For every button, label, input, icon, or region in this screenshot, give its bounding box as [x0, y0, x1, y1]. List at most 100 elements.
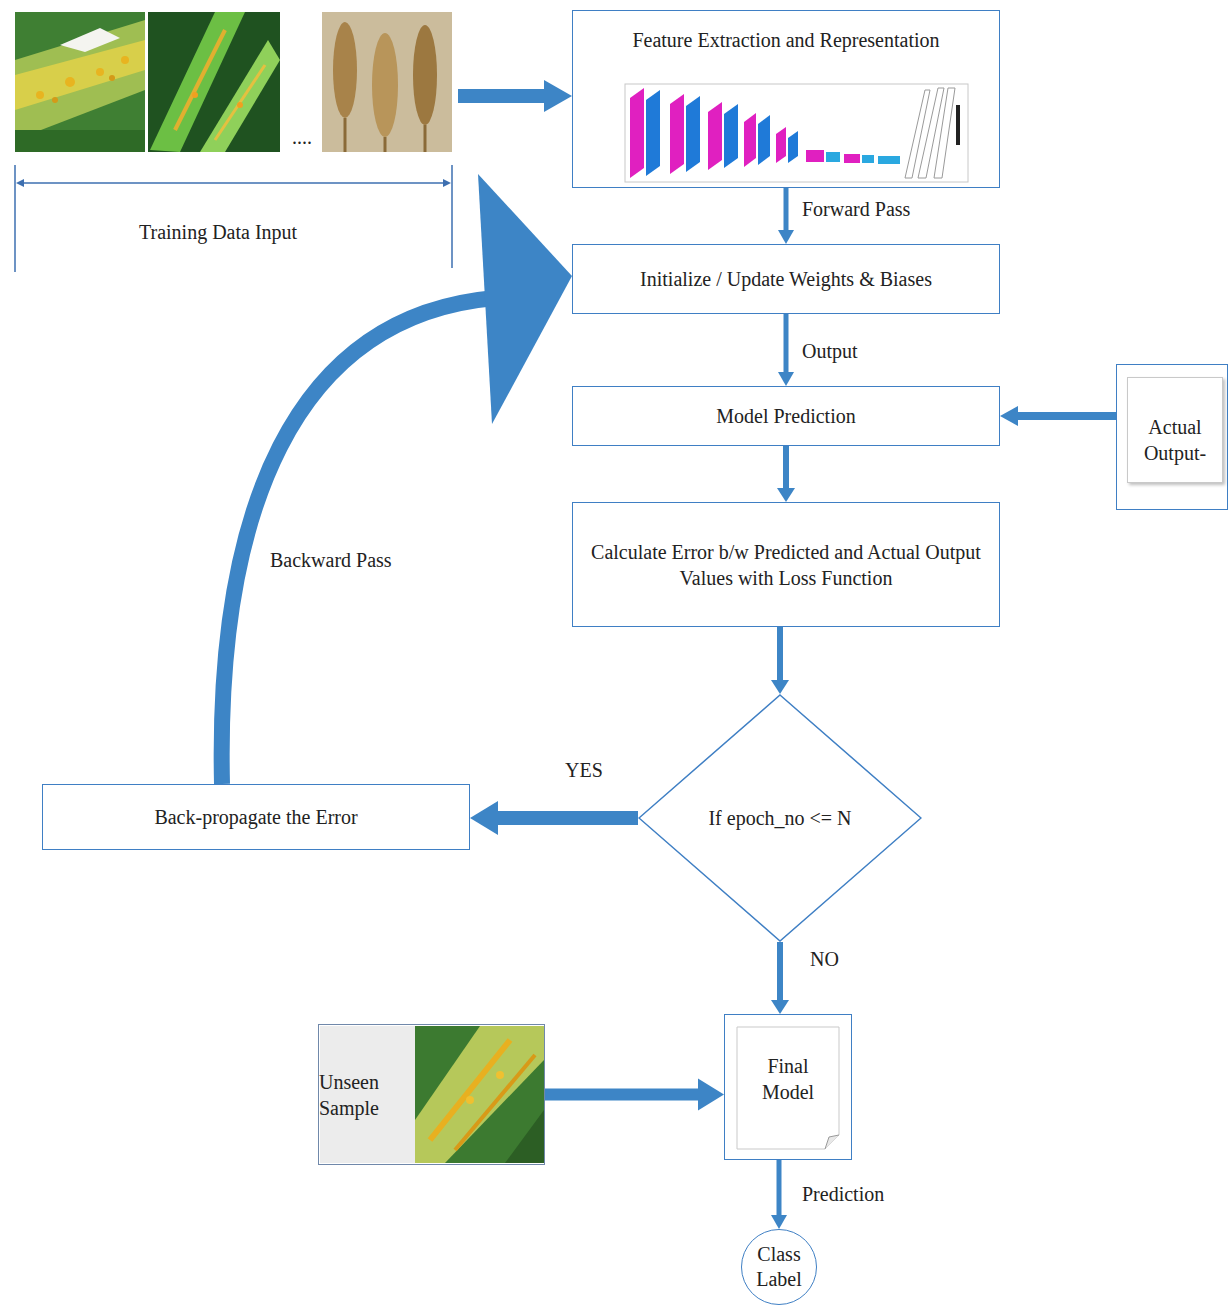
training-image-part	[148, 12, 280, 152]
dimension-line-part	[451, 165, 453, 268]
sample-image-part	[415, 1026, 544, 1163]
connector-arrow	[771, 942, 789, 1014]
terminal-circle: Class Label	[741, 1229, 817, 1305]
cnn-illustration-part	[630, 88, 644, 178]
sample-image-part	[430, 1040, 510, 1140]
training-image-part	[15, 20, 145, 140]
node-text: Initialize / Update Weights & Biases	[640, 266, 932, 292]
arrow-head	[478, 174, 572, 424]
dimension-line-part	[443, 179, 451, 187]
arrow-head	[771, 680, 789, 694]
cnn-illustration-part	[788, 131, 798, 163]
arrow-shaft	[1018, 412, 1116, 420]
input-document: Actual Output-	[1116, 364, 1228, 510]
connector-arrow	[1000, 406, 1116, 426]
node-text: If epoch_no <= N	[708, 805, 851, 831]
cnn-illustration-part	[758, 115, 770, 165]
training-image-part	[36, 91, 44, 99]
input-arrow-part	[458, 89, 544, 103]
dimension-line-part	[16, 179, 24, 187]
sample-image-part	[496, 1071, 504, 1079]
edge-label: NO	[808, 947, 841, 971]
process-box: Model Prediction	[572, 386, 1000, 446]
cnn-illustration-part	[956, 105, 960, 145]
node-text: Calculate Error b/w Predicted and Actual…	[591, 539, 981, 591]
process-box: Feature Extraction and Representation	[572, 10, 1000, 188]
process-box: Calculate Error b/w Predicted and Actual…	[572, 502, 1000, 627]
document-panel: Actual Output-	[1127, 377, 1223, 483]
arrow-head	[1000, 406, 1018, 426]
dimension-line-part	[22, 182, 445, 184]
training-image-part	[384, 137, 387, 152]
connector-arrow	[771, 627, 789, 694]
connector-arrow	[778, 188, 794, 244]
training-image-part	[192, 92, 198, 98]
arrow-head	[470, 801, 498, 835]
edge-label: Backward Pass	[268, 548, 394, 572]
node-text: Final Model	[752, 1053, 824, 1105]
cnn-illustration-part	[776, 127, 786, 163]
cnn-illustration-part	[744, 113, 756, 167]
model-document: Final Model	[724, 1014, 852, 1160]
sample-image-part	[320, 1026, 415, 1163]
cnn-illustration-part	[670, 94, 684, 174]
sample-text: Unseen Sample	[319, 1069, 413, 1121]
cnn-illustration-part	[724, 104, 738, 168]
connector-arrow	[222, 174, 572, 784]
arrow-head	[777, 488, 795, 502]
arrow-shaft	[777, 627, 783, 680]
edge-label: Output	[800, 339, 860, 363]
node-text: Class Label	[742, 1242, 816, 1292]
training-image-part	[333, 22, 357, 118]
process-box: Back-propagate the Error	[42, 784, 470, 850]
sample-image	[320, 1026, 544, 1163]
arrow-shaft	[777, 1160, 782, 1215]
document-text: Final Model	[737, 1053, 839, 1105]
connector-arrow	[771, 1160, 787, 1229]
connector-arrow	[470, 801, 638, 835]
cnn-illustration-part	[862, 155, 874, 163]
training-image-part	[121, 56, 129, 64]
arrow-shaft	[222, 298, 495, 784]
training-image-part	[15, 130, 145, 152]
arrow-head	[778, 372, 794, 386]
sample-image-part	[415, 1026, 544, 1163]
cnn-illustration-part	[826, 152, 840, 162]
arrow-head	[778, 230, 794, 244]
input-arrow-part	[544, 80, 572, 112]
node-text: Model Prediction	[716, 403, 855, 429]
training-image-part	[322, 12, 452, 152]
arrow-shaft	[545, 1089, 698, 1101]
input-arrow	[458, 80, 572, 112]
arrow-head	[771, 1000, 789, 1014]
node-text: Back-propagate the Error	[154, 804, 357, 830]
edge-label: Forward Pass	[800, 197, 912, 221]
cnn-illustration-part	[918, 88, 944, 178]
edge-label: Prediction	[800, 1182, 886, 1206]
cnn-illustration-part	[646, 90, 660, 176]
training-image-part	[344, 118, 347, 152]
node-text: Unseen Sample	[319, 1069, 413, 1121]
annotation-label: Training Data Input	[137, 220, 299, 244]
document-page	[737, 1027, 839, 1149]
cnn-illustration-part	[905, 90, 930, 178]
sample-box: Unseen Sample	[318, 1024, 545, 1165]
training-image	[322, 12, 452, 152]
training-image-part	[52, 97, 58, 103]
training-image-part	[65, 77, 75, 87]
dimension-line	[15, 165, 452, 272]
training-image-part	[96, 68, 104, 76]
sample-image-part	[505, 1110, 544, 1163]
arrow-shaft	[784, 188, 789, 230]
training-image-part	[413, 25, 437, 125]
node-text: Actual Output-	[1128, 414, 1222, 466]
training-image-part	[424, 125, 427, 152]
annotation-label: ....	[290, 125, 314, 149]
connector-arrow	[778, 314, 794, 386]
connector-arrow	[777, 446, 795, 502]
edge-label: YES	[563, 758, 605, 782]
training-image-part	[109, 75, 115, 81]
cnn-illustration	[625, 84, 968, 182]
